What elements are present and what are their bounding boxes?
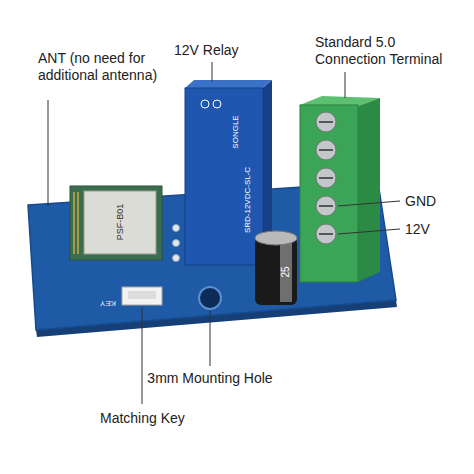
relay-mark — [201, 100, 209, 108]
callout-label: Standard 5.0 Connection Terminal — [315, 34, 460, 68]
callout-label: ANT (no need for additional antenna) — [38, 50, 178, 84]
terminal-side — [358, 98, 380, 282]
callout-label: 12V Relay — [174, 42, 239, 59]
antenna-trace — [74, 192, 78, 254]
capacitor-marking: 25 — [281, 266, 291, 277]
capacitor-top — [255, 231, 297, 245]
relay-top — [185, 80, 272, 88]
pin-label: 12V — [405, 221, 430, 238]
relay-body — [185, 88, 263, 265]
terminal-screws — [316, 112, 336, 244]
callout-label: Matching Key — [100, 410, 185, 427]
relay-brand: SONGLE — [232, 115, 240, 148]
capacitor — [255, 237, 297, 305]
capacitor-stripe — [280, 240, 292, 302]
via-hole — [173, 240, 180, 247]
relay-model: SRD-12VDC-SL-C — [244, 167, 252, 233]
key-connector-slot — [128, 291, 156, 299]
mounting-hole — [199, 287, 221, 309]
wireless-module — [70, 186, 162, 260]
leader-lines — [48, 62, 400, 404]
key-connector — [122, 287, 162, 305]
module-marking: PSF-B01 — [116, 204, 125, 241]
via-hole — [173, 225, 180, 232]
via-hole — [173, 255, 180, 262]
relay-mark — [213, 100, 221, 108]
pin-label: GND — [405, 193, 436, 210]
module-shield — [84, 191, 156, 254]
board-marking: KEY — [100, 299, 116, 307]
terminal-block — [300, 105, 358, 282]
callout-label: 3mm Mounting Hole — [147, 371, 272, 385]
